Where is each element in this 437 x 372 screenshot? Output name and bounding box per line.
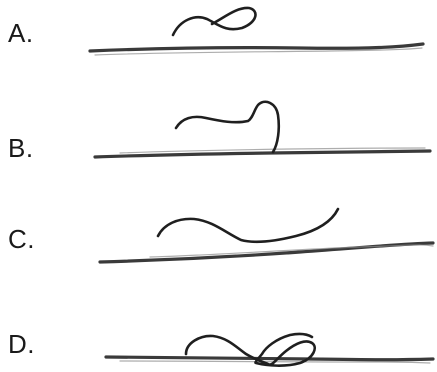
option-c-wave <box>158 209 338 242</box>
option-a: A. <box>0 0 437 93</box>
option-c: C. <box>0 186 437 279</box>
option-d-line <box>106 357 433 360</box>
option-a-loop <box>173 8 255 35</box>
option-b-drawing <box>0 93 437 186</box>
option-b-hook <box>176 102 279 152</box>
option-c-drawing <box>0 186 437 279</box>
option-d: D. <box>0 279 437 372</box>
option-a-drawing <box>0 0 437 93</box>
option-b: B. <box>0 93 437 186</box>
option-d-drawing <box>0 279 437 372</box>
